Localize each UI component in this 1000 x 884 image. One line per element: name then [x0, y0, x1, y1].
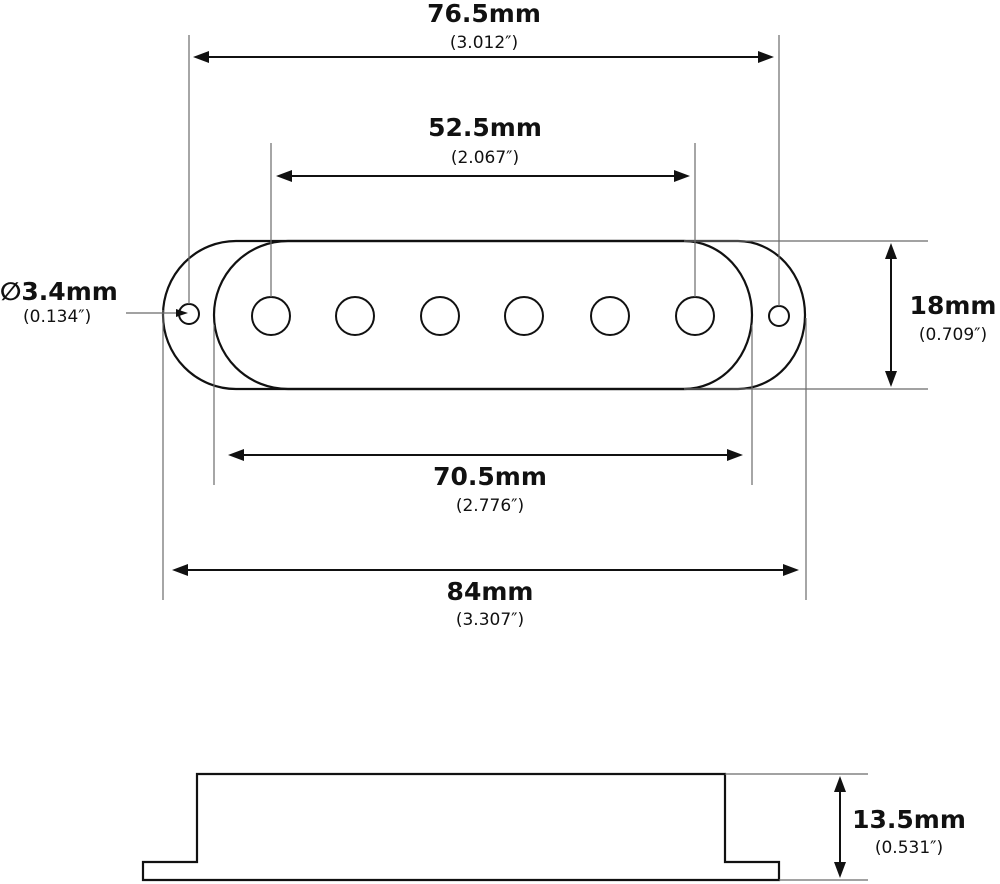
dim-mount-hole-imperial: (0.134″) [23, 307, 91, 327]
dimension-flange-length: 84mm (3.307″) [172, 564, 799, 630]
pole-hole-1 [251, 296, 291, 336]
pole-hole-5 [590, 296, 630, 336]
dimension-pole-spacing: 52.5mm (2.067″) [276, 113, 690, 182]
dim-overall-length-metric: 76.5mm [427, 0, 541, 28]
dimension-mount-hole: ∅3.4mm (0.134″) [0, 277, 188, 327]
dim-mount-hole-metric: ∅3.4mm [0, 277, 118, 306]
dimension-overall-length: 76.5mm (3.012″) [193, 0, 774, 63]
dimension-body-length: 70.5mm (2.776″) [228, 449, 743, 516]
dim-flange-length-imperial: (3.307″) [456, 610, 524, 630]
dim-height-metric: 13.5mm [852, 805, 966, 834]
dim-pole-spacing-metric: 52.5mm [428, 113, 542, 142]
pole-hole-2 [335, 296, 375, 336]
dimension-height: 13.5mm (0.531″) [834, 776, 966, 878]
pole-hole-4 [504, 296, 544, 336]
dim-pole-spacing-imperial: (2.067″) [451, 148, 519, 168]
dim-body-length-imperial: (2.776″) [456, 496, 524, 516]
pole-hole-3 [420, 296, 460, 336]
pole-hole-6 [675, 296, 715, 336]
dim-height-imperial: (0.531″) [875, 838, 943, 858]
dim-width-imperial: (0.709″) [919, 325, 987, 345]
dimension-width: 18mm (0.709″) [885, 243, 996, 387]
dim-body-length-metric: 70.5mm [433, 462, 547, 491]
side-view-outline [141, 772, 781, 882]
dim-width-metric: 18mm [910, 291, 997, 320]
dim-overall-length-imperial: (3.012″) [450, 33, 518, 53]
mounting-hole-right [768, 305, 790, 327]
cover-body-outline [212, 239, 754, 391]
dim-flange-length-metric: 84mm [447, 577, 534, 606]
